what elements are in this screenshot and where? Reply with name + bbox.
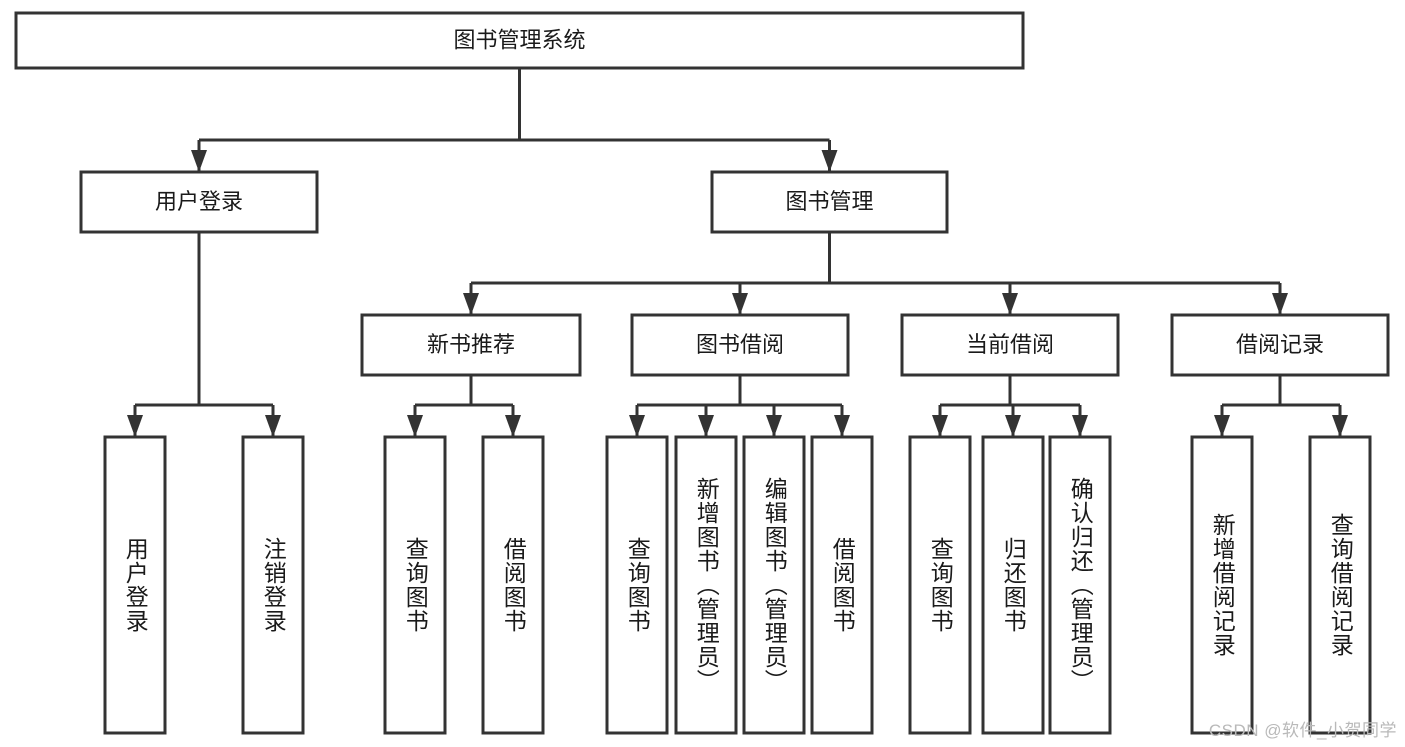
node-label-new-book-rec: 新书推荐 xyxy=(427,332,515,357)
arrow-head-leaf-query-book xyxy=(629,415,645,437)
node-box-user-login xyxy=(79,170,319,234)
node-box-book-borrow xyxy=(630,313,850,377)
arrow-head-leaf-user-login xyxy=(127,415,143,437)
node-box-leaf-user-logout xyxy=(241,435,305,735)
arrow-head-book-manage xyxy=(821,150,838,172)
node-box-leaf-query-book-rec xyxy=(383,435,447,735)
arrow-head-leaf-add-record xyxy=(1214,415,1230,437)
node-label-borrow-record: 借阅记录 xyxy=(1236,332,1324,357)
node-label-book-manage: 图书管理 xyxy=(785,189,873,214)
arrow-head-leaf-borrow-book xyxy=(834,415,850,437)
node-box-current-borrow xyxy=(900,313,1120,377)
node-box-leaf-confirm-return xyxy=(1048,435,1112,735)
arrow-head-new-book-rec xyxy=(463,293,479,315)
node-box-borrow-record xyxy=(1170,313,1390,377)
node-box-leaf-add-record xyxy=(1190,435,1254,735)
arrow-head-leaf-borrow-book-rec xyxy=(505,415,521,437)
arrow-head-leaf-confirm-return xyxy=(1072,415,1088,437)
arrow-head-book-borrow xyxy=(732,293,748,315)
node-label-user-login: 用户登录 xyxy=(155,189,243,214)
node-box-leaf-borrow-book xyxy=(810,435,874,735)
node-box-leaf-return-book xyxy=(981,435,1045,735)
arrow-head-leaf-user-logout xyxy=(265,415,281,437)
node-box-leaf-query-record xyxy=(1308,435,1372,735)
node-box-new-book-rec xyxy=(360,313,582,377)
node-box-leaf-user-login xyxy=(103,435,167,735)
node-box-leaf-edit-book xyxy=(742,435,806,735)
node-label-current-borrow: 当前借阅 xyxy=(966,332,1054,357)
node-box-leaf-query-book xyxy=(605,435,669,735)
node-box-leaf-add-book xyxy=(674,435,738,735)
arrow-head-current-borrow xyxy=(1002,293,1018,315)
arrow-head-leaf-edit-book xyxy=(766,415,782,437)
arrow-head-leaf-return-book xyxy=(1005,415,1021,437)
node-label-root: 图书管理系统 xyxy=(453,27,585,52)
arrow-head-leaf-add-book xyxy=(698,415,714,437)
arrow-head-leaf-query-book-rec xyxy=(407,415,423,437)
node-box-book-manage xyxy=(710,170,949,234)
node-box-root xyxy=(14,11,1025,70)
node-box-leaf-query-book-cur xyxy=(908,435,972,735)
node-box-leaf-borrow-book-rec xyxy=(481,435,545,735)
csdn-watermark: CSDN @软件_小贺同学 xyxy=(1208,721,1397,740)
arrow-head-leaf-query-book-cur xyxy=(932,415,948,437)
box-layer xyxy=(14,11,1390,735)
arrow-head-user-login xyxy=(191,150,207,172)
node-label-book-borrow: 图书借阅 xyxy=(696,332,784,357)
arrow-head-leaf-query-record xyxy=(1332,415,1348,437)
arrow-head-borrow-record xyxy=(1272,293,1288,315)
connector-layer xyxy=(127,68,1348,437)
